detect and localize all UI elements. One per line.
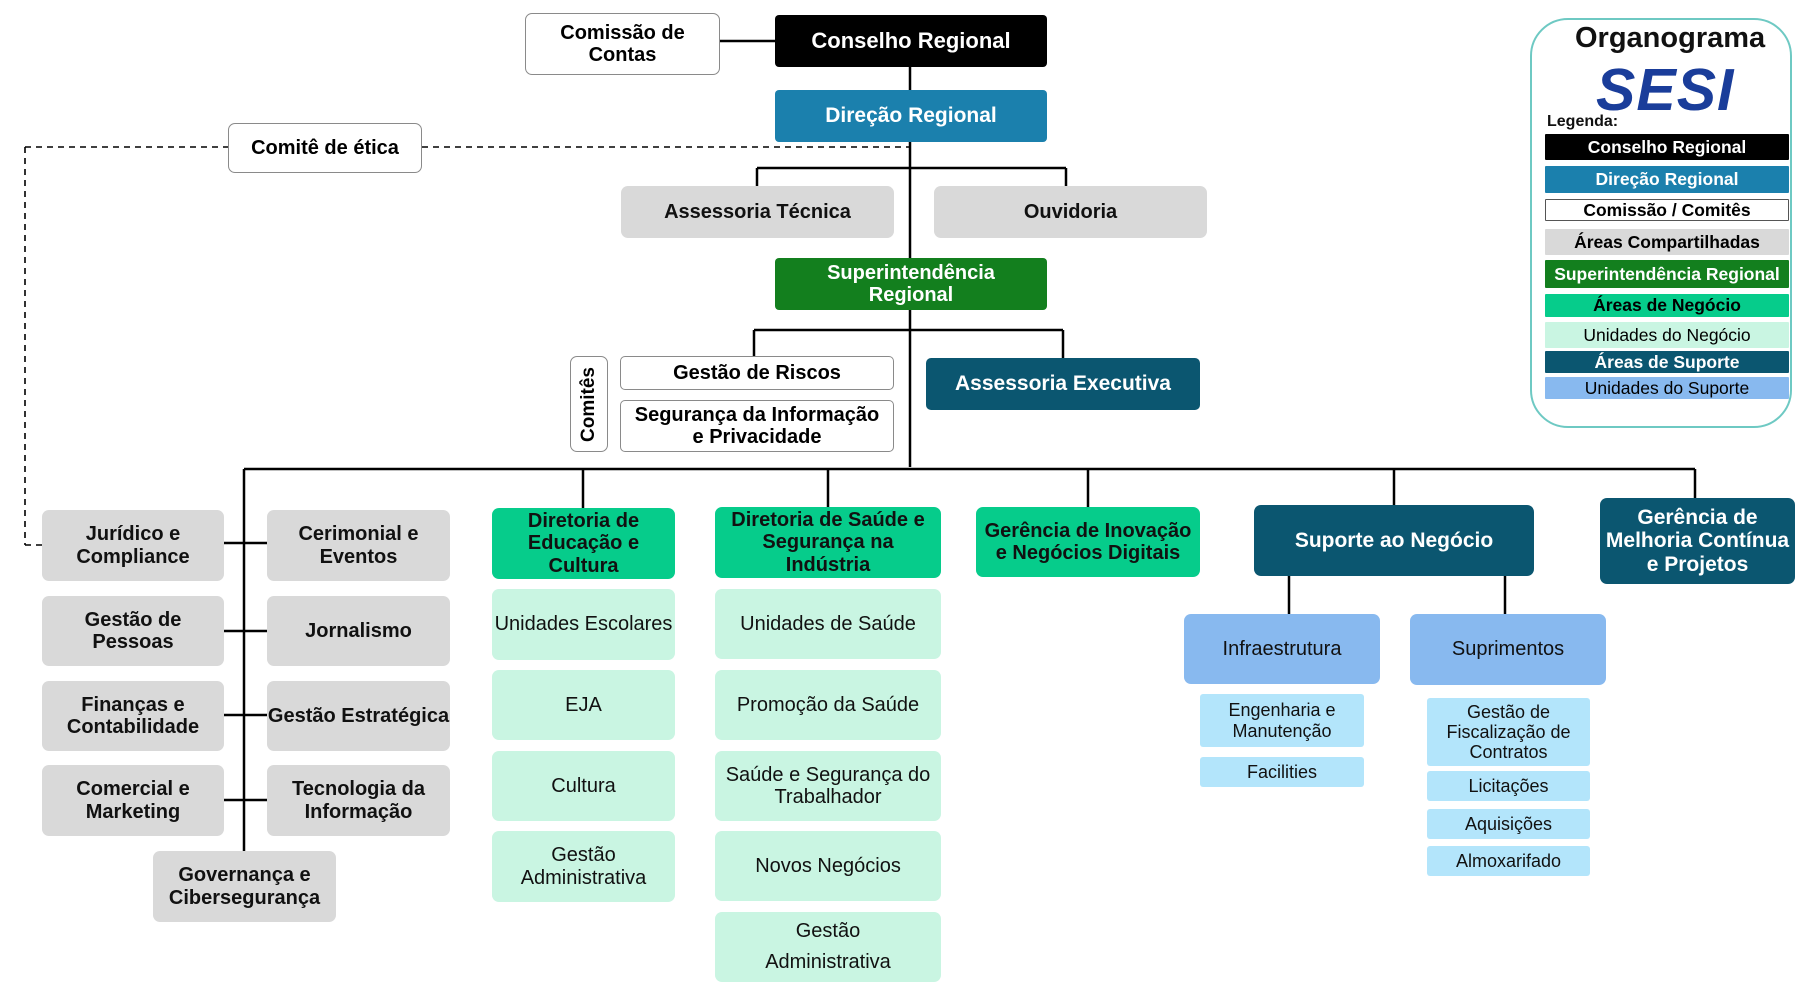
novos-negocios-box: Novos Negócios xyxy=(715,831,941,901)
ouvidoria-box: Ouvidoria xyxy=(934,186,1207,238)
cerimonial-eventos-box: Cerimonial e Eventos xyxy=(267,510,450,581)
conselho-regional-box: Conselho Regional xyxy=(775,15,1047,67)
legend-item: Comissão / Comitês xyxy=(1545,199,1789,221)
engenharia-manutencao-box: Engenharia e Manutenção xyxy=(1200,694,1364,747)
tecnologia-informacao-box: Tecnologia da Informação xyxy=(267,765,450,836)
legend-item: Conselho Regional xyxy=(1545,134,1789,160)
suprimentos-box: Suprimentos xyxy=(1410,614,1606,685)
gestao-administrativa-saude-box: Gestão Administrativa xyxy=(715,912,941,982)
assessoria-executiva-box: Assessoria Executiva xyxy=(926,358,1200,410)
gestao-de-pessoas-box: Gestão de Pessoas xyxy=(42,596,224,666)
jornalismo-box: Jornalismo xyxy=(267,596,450,666)
gestao-administrativa-educacao-box: Gestão Administrativa xyxy=(492,831,675,902)
promocao-da-saude-box: Promoção da Saúde xyxy=(715,670,941,740)
gerencia-melhoria-continua-box: Gerência de Melhoria Contínua e Projetos xyxy=(1600,498,1795,584)
unidades-escolares-box: Unidades Escolares xyxy=(492,589,675,660)
gestao-fiscalizacao-contratos-box: Gestão de Fiscalização de Contratos xyxy=(1427,698,1590,766)
eja-box: EJA xyxy=(492,670,675,740)
diretoria-educacao-cultura-box: Diretoria de Educação e Cultura xyxy=(492,508,675,579)
juridico-compliance-box: Jurídico e Compliance xyxy=(42,510,224,581)
legend-title: Organograma xyxy=(1575,22,1766,54)
legend-caption: Legenda: xyxy=(1547,113,1619,130)
legend-item: Unidades do Suporte xyxy=(1545,377,1789,399)
legend-item: Unidades do Negócio xyxy=(1545,322,1789,348)
legend-item: Áreas Compartilhadas xyxy=(1545,229,1789,255)
legend-item: Direção Regional xyxy=(1545,166,1789,193)
facilities-box: Facilities xyxy=(1200,757,1364,787)
comites-label: Comitês xyxy=(578,366,600,442)
governanca-ciberseguranca-box: Governança e Cibersegurança xyxy=(153,851,336,922)
cultura-box: Cultura xyxy=(492,751,675,821)
saude-seguranca-trabalhador-box: Saúde e Segurança do Trabalhador xyxy=(715,751,941,821)
infraestrutura-box: Infraestrutura xyxy=(1184,614,1380,684)
aquisicoes-box: Aquisições xyxy=(1427,809,1590,839)
direcao-regional-box: Direção Regional xyxy=(775,90,1047,142)
seguranca-da-informacao-box: Segurança da Informação e Privacidade xyxy=(620,400,894,452)
comissao-de-contas-box: Comissão de Contas xyxy=(525,13,720,75)
suporte-ao-negocio-box: Suporte ao Negócio xyxy=(1254,505,1534,576)
diretoria-saude-seguranca-box: Diretoria de Saúde e Segurança na Indúst… xyxy=(715,507,941,578)
comite-de-etica-box: Comitê de ética xyxy=(228,123,422,173)
unidades-de-saude-box: Unidades de Saúde xyxy=(715,589,941,659)
licitacoes-box: Licitações xyxy=(1427,771,1590,801)
almoxarifado-box: Almoxarifado xyxy=(1427,846,1590,876)
gestao-estrategica-box: Gestão Estratégica xyxy=(267,681,450,751)
comites-label-box: Comitês xyxy=(570,356,608,452)
comercial-marketing-box: Comercial e Marketing xyxy=(42,765,224,836)
assessoria-tecnica-box: Assessoria Técnica xyxy=(621,186,894,238)
legend-item: Superintendência Regional xyxy=(1545,260,1789,288)
gerencia-inovacao-box: Gerência de Inovação e Negócios Digitais xyxy=(976,507,1200,577)
superintendencia-regional-box: Superintendência Regional xyxy=(775,258,1047,310)
legend-item: Áreas de Negócio xyxy=(1545,294,1789,317)
legend-item: Áreas de Suporte xyxy=(1545,351,1789,373)
sesi-logo: SESI xyxy=(1596,57,1735,123)
financas-contabilidade-box: Finanças e Contabilidade xyxy=(42,681,224,751)
gestao-de-riscos-box: Gestão de Riscos xyxy=(620,356,894,390)
